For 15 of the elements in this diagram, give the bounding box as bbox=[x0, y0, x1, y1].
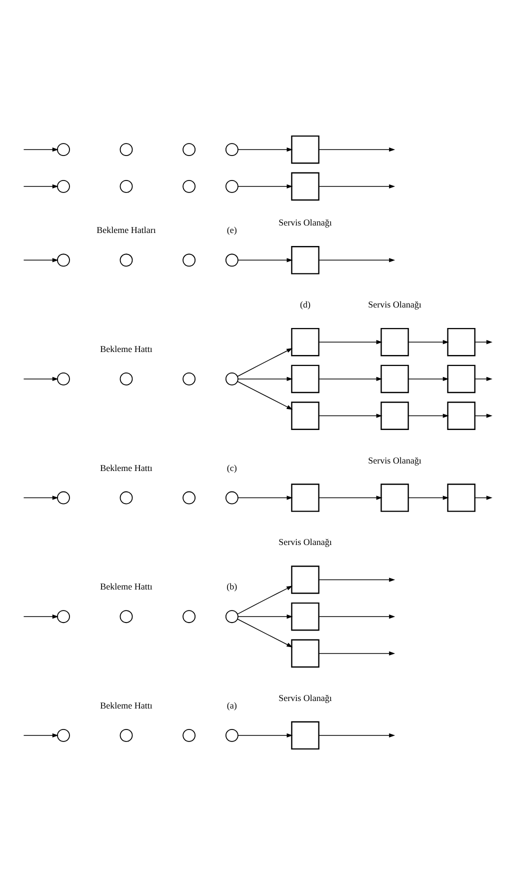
label: Bekleme Hattı bbox=[100, 462, 152, 473]
label: (b) bbox=[226, 582, 238, 592]
label: (c) bbox=[226, 462, 237, 473]
label: Servis Olanağı bbox=[278, 537, 332, 548]
label: Bekleme Hattı bbox=[100, 700, 152, 710]
label: Bekleme Hattı bbox=[100, 582, 152, 592]
label: Servis Olanağı bbox=[368, 455, 422, 466]
label: Servis Olanağı bbox=[278, 218, 332, 228]
label: Bekleme Hatları bbox=[96, 225, 156, 236]
label: (e) bbox=[226, 225, 237, 236]
label: Servis Olanağı bbox=[368, 300, 422, 310]
label: Servis Olanağı bbox=[278, 692, 332, 703]
label: Bekleme Hattı bbox=[100, 344, 152, 354]
label: (d) bbox=[300, 300, 311, 310]
label: (a) bbox=[226, 700, 237, 710]
